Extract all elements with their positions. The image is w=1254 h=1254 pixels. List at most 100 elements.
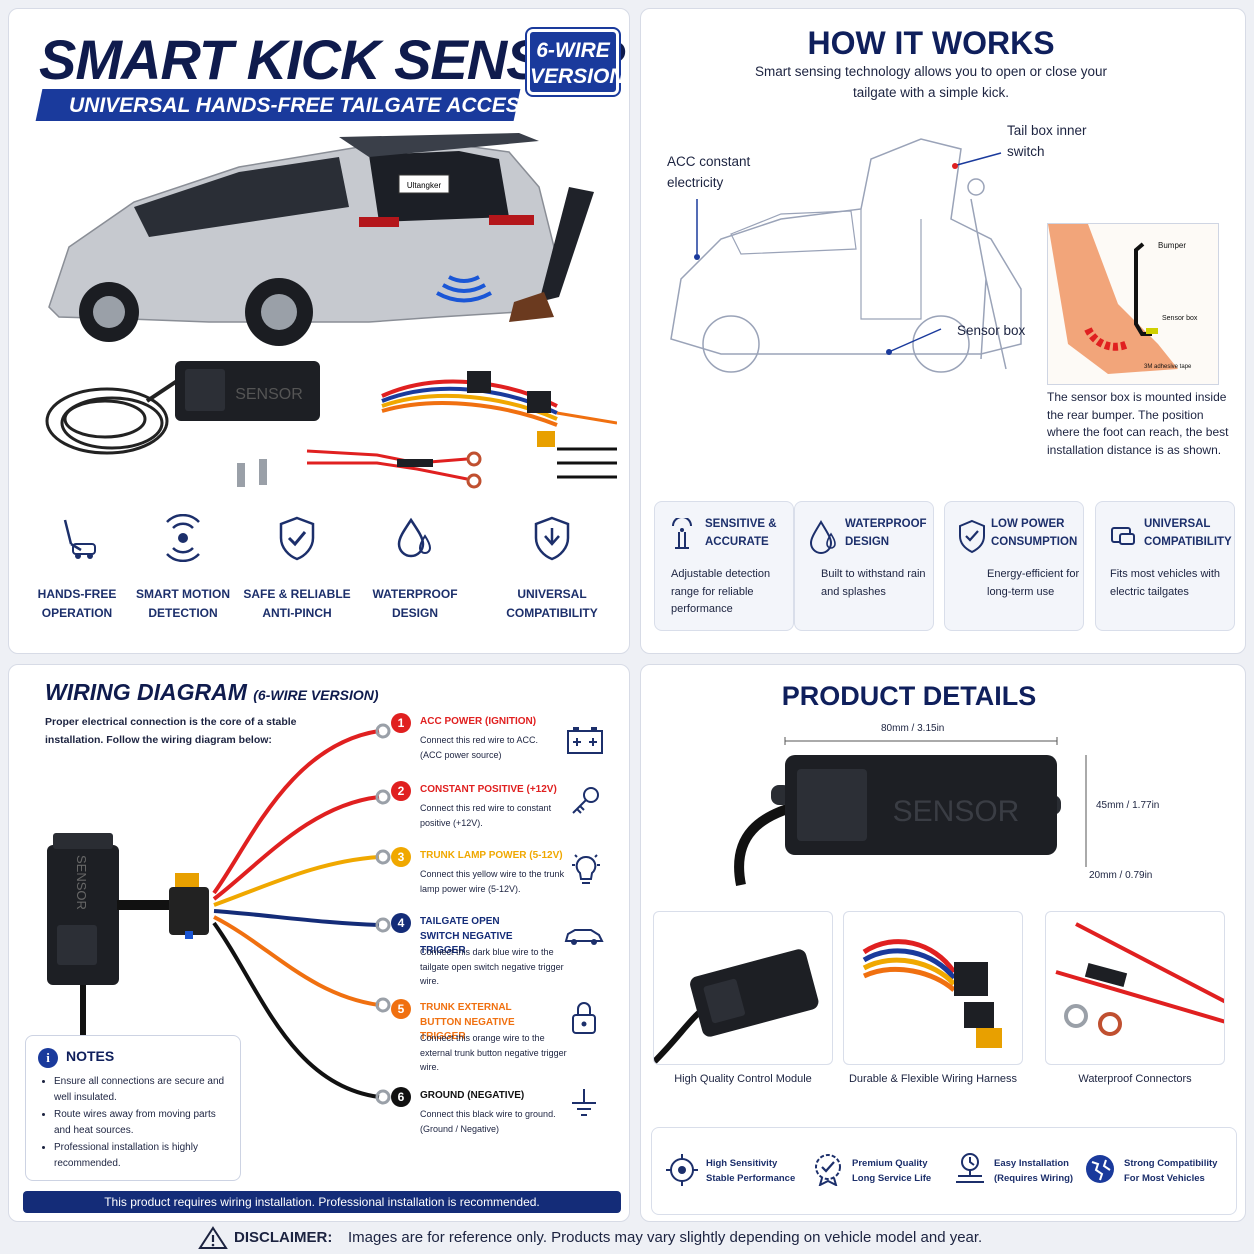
- feature-hands-free: HANDS-FREE OPERATION: [17, 514, 137, 623]
- label-acc: ACC constant electricity: [667, 154, 751, 190]
- product-caption: Waterproof Connectors: [1078, 1073, 1192, 1085]
- feature-motion: SMART MOTION DETECTION: [123, 513, 243, 623]
- product-card-connectors: [1045, 911, 1225, 1065]
- how-it-works-panel: HOW IT WORKS Smart sensing technology al…: [640, 8, 1246, 654]
- install-inset: Bumper Sensor box 3M adhesive tape: [1047, 223, 1219, 385]
- card-title: LOW POWER CONSUMPTION: [991, 518, 1078, 548]
- card-universal: UNIVERSAL COMPATIBILITY Fits most vehicl…: [1095, 501, 1235, 631]
- subtitle: UNIVERSAL HANDS-FREE TAILGATE ACCESSORY: [69, 94, 579, 117]
- wire-title: GROUND (NEGATIVE): [420, 1090, 525, 1101]
- car-compat-icon: [1111, 527, 1135, 545]
- ground-icon: [572, 1089, 596, 1116]
- notes-title: NOTES: [66, 1048, 115, 1064]
- shield-check-icon: [959, 519, 985, 554]
- wire-desc: Connect this dark blue wire to the tailg…: [420, 947, 564, 986]
- wire-title: TRUNK EXTERNAL BUTTON NEGATIVE TRIGGER: [420, 1002, 515, 1042]
- card-title: UNIVERSAL COMPATIBILITY: [1144, 518, 1232, 548]
- dimension-width: 80mm / 3.15in: [881, 723, 945, 734]
- wiring-intro: Proper electrical connection is the core…: [45, 716, 297, 746]
- car-line-drawing: [670, 138, 1022, 373]
- wire-number: 4: [391, 913, 411, 933]
- card-sensitive: SENSITIVE & ACCURATE Adjustable detectio…: [654, 501, 794, 631]
- motion-signal-icon: [166, 513, 200, 563]
- hero-panel: SMART KICK SENSOR 6-WIRE VERSION UNIVERS…: [8, 8, 630, 654]
- feature-text: Strong Compatibility For Most Vehicles: [1124, 1158, 1218, 1184]
- car-icon: [564, 929, 604, 945]
- wiring-illustration: SENSOR: [47, 723, 391, 1105]
- install-icon: [956, 1153, 984, 1183]
- product-caption: Durable & Flexible Wiring Harness: [848, 1073, 1018, 1085]
- section-title: PRODUCT DETAILS: [781, 681, 1037, 711]
- feature-universal: UNIVERSAL COMPATIBILITY: [492, 514, 612, 623]
- section-subtitle: Smart sensing technology allows you to o…: [755, 64, 1107, 100]
- wire-desc: Connect this red wire to ACC. (ACC power…: [420, 735, 539, 760]
- water-drop-icon: [809, 520, 836, 554]
- wiring-title-suffix: (6-WIRE VERSION): [253, 687, 379, 703]
- product-card-module: [653, 911, 833, 1065]
- feature-text: High Sensitivity Stable Performance: [706, 1158, 796, 1184]
- sensor-box-text: SENSOR: [893, 795, 1020, 828]
- wire-title: ACC POWER (IGNITION): [420, 716, 537, 727]
- sensor-box-text: SENSOR: [74, 855, 89, 910]
- water-drop-icon: [397, 517, 432, 558]
- card-low-power: LOW POWER CONSUMPTION Energy-efficient f…: [944, 501, 1084, 631]
- sensor-module-photo: SENSOR: [734, 737, 1087, 886]
- wiring-title: WIRING DIAGRAM: [45, 679, 247, 705]
- dimension-depth: 20mm / 0.79in: [1089, 870, 1153, 881]
- harness-photo: [862, 939, 1002, 1048]
- package-contents-illustration: SENSOR: [45, 361, 617, 489]
- kick-car-icon: [63, 519, 96, 559]
- plate-text: Ultangker: [407, 181, 442, 190]
- feature-label: SAFE & RELIABLE ANTI-PINCH: [243, 587, 351, 620]
- dimension-height: 45mm / 1.77in: [1096, 800, 1160, 811]
- key-icon: [572, 787, 599, 814]
- wire-number: 2: [391, 781, 411, 801]
- label-tailbox: Tail box inner switch: [1007, 123, 1087, 159]
- lock-icon: [572, 1002, 596, 1034]
- wire-number: 6: [391, 1087, 411, 1107]
- notes-box: i NOTES Ensure all connections are secur…: [25, 1035, 241, 1181]
- card-desc: Built to withstand rain and splashes: [821, 568, 926, 598]
- wire-number: 3: [391, 847, 411, 867]
- inset-tape-label: 3M adhesive tape: [1144, 364, 1192, 370]
- connectors-photo: [1055, 922, 1224, 1036]
- disclaimer-text: Images are for reference only. Products …: [348, 1229, 983, 1246]
- wire-title: TRUNK LAMP POWER (5-12V): [420, 850, 563, 861]
- target-icon: [666, 1154, 698, 1186]
- card-desc: Energy-efficient for long-term use: [987, 568, 1080, 598]
- card-title: SENSITIVE & ACCURATE: [705, 518, 777, 548]
- inset-bumper-label: Bumper: [1158, 241, 1186, 250]
- note-item: Ensure all connections are secure and we…: [54, 1074, 234, 1107]
- wire-number: 1: [391, 713, 411, 733]
- car-kick-illustration: Ultangker: [48, 133, 594, 346]
- product-details-panel: PRODUCT DETAILS 80mm / 3.15in 45mm / 1.7…: [640, 664, 1246, 1222]
- touch-icon: [672, 518, 692, 549]
- feature-waterproof: WATERPROOF DESIGN: [355, 514, 475, 623]
- wire-desc: Connect this yellow wire to the trunk la…: [420, 869, 565, 894]
- wire-title: CONSTANT POSITIVE (+12V): [420, 784, 557, 795]
- feature-text: Premium Quality Long Service Life: [852, 1158, 932, 1184]
- note-item: Route wires away from moving parts and h…: [54, 1107, 234, 1140]
- label-sensor-box: Sensor box: [957, 323, 1026, 338]
- wiring-diagram-panel: WIRING DIAGRAM (6-WIRE VERSION) Proper e…: [8, 664, 630, 1222]
- version-badge: 6-WIRE VERSION: [527, 29, 625, 95]
- globe-icon: [1086, 1155, 1114, 1183]
- wire-title: TAILGATE OPEN SWITCH NEGATIVE TRIGGER: [420, 916, 513, 956]
- card-title: WATERPROOF DESIGN: [845, 518, 927, 548]
- feature-text: Easy Installation (Requires Wiring): [994, 1158, 1074, 1184]
- product-caption: High Quality Control Module: [674, 1073, 812, 1085]
- feature-label: SMART MOTION DETECTION: [136, 587, 230, 620]
- notes-list: Ensure all connections are secure and we…: [54, 1074, 234, 1172]
- wire-desc: Connect this red wire to constant positi…: [420, 803, 552, 828]
- card-desc: Adjustable detection range for reliable …: [671, 568, 771, 615]
- card-desc: Fits most vehicles with electric tailgat…: [1110, 568, 1221, 598]
- sensor-box-text: SENSOR: [235, 386, 303, 403]
- feature-label: HANDS-FREE OPERATION: [37, 587, 117, 620]
- shield-check-icon: [279, 516, 315, 561]
- wire-desc: Connect this black wire to ground. (Grou…: [420, 1109, 556, 1134]
- info-icon: i: [38, 1048, 58, 1068]
- installation-warning-bar: This product requires wiring installatio…: [23, 1191, 621, 1213]
- module-photo: [654, 949, 819, 1064]
- bulb-icon: [572, 854, 600, 884]
- wire-desc: Connect this orange wire to the external…: [420, 1033, 567, 1072]
